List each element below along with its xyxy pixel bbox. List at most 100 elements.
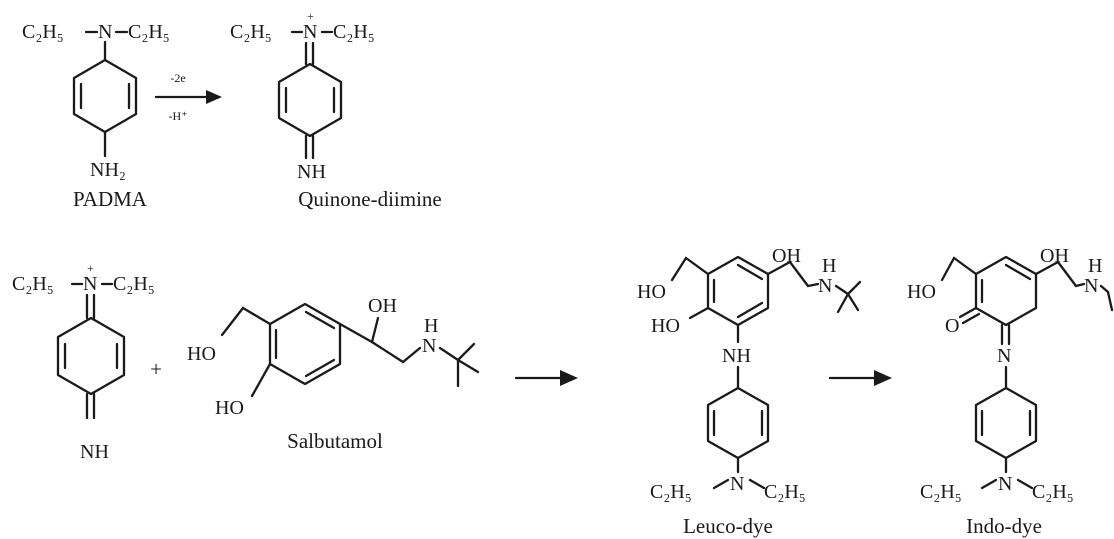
leuco-bond-ch2 [684, 256, 710, 276]
qdi-quinoid-ring [277, 62, 343, 138]
indo-hydroxymethyl-ho: HO [907, 281, 936, 303]
qdi-ethyl-left: C₂H₅ [230, 21, 272, 43]
salbutamol-ring-double-a [304, 310, 336, 330]
quinone-diimine-caption: Quinone-diimine [298, 187, 441, 211]
leuco-dye-caption: Leuco-dye [683, 514, 773, 538]
leuco-bond-ring-choh [766, 260, 792, 276]
indo-quinoid-ring [974, 255, 1038, 327]
salbutamol-hydroxymethyl-ho: HO [187, 343, 216, 365]
reagent-electrons: -2e [170, 71, 185, 85]
indo-amine-n: N [1084, 275, 1098, 297]
leuco-dye-structure: HO HO OH N H NH N C₂H₅ C₂H₅ Leuco-dye [637, 245, 862, 538]
indo-imine-n: N [997, 345, 1011, 367]
leuco-tbu-methyl-c [836, 292, 850, 314]
indo-bond-n-tbu [1099, 284, 1110, 294]
leuco-hydroxymethyl-ho: HO [637, 281, 666, 303]
leuco-tbu-methyl-b [846, 292, 860, 312]
indo-bond-ch2 [952, 256, 978, 276]
salbutamol-bond-c-oh [370, 316, 380, 344]
reagent-proton: -H⁺ [169, 109, 188, 123]
indo-side-oh: OH [1040, 245, 1069, 267]
qdi2-quinoid-ring [56, 316, 126, 396]
quinone-diimine-structure: C₂H₅ N + C₂H₅ NH Quinone-diimine [230, 9, 442, 211]
leuco-ethyl-left: C₂H₅ [650, 481, 692, 503]
padma-structure: C₂H₅ N C₂H₅ NH₂ PADMA [22, 21, 170, 211]
indo-carbonyl-bond-a [958, 306, 978, 319]
qdi-positive-charge: + [307, 9, 314, 23]
leuco-amine-h: H [822, 255, 836, 277]
salbutamol-caption: Salbutamol [287, 429, 383, 453]
leuco-amine-n: N [818, 275, 832, 297]
qdi2-ethyl-right: C₂H₅ [113, 273, 155, 295]
salbutamol-side-oh: OH [368, 295, 397, 317]
salbutamol-ring-double-b [304, 358, 336, 378]
leuco-top-ring-double-b [736, 301, 764, 319]
salbutamol-bond-ch2 [241, 306, 272, 326]
salbutamol-phenol-ho: HO [215, 397, 244, 419]
indo-bond-ch2-n [1074, 282, 1086, 288]
leuco-bottom-ring [706, 386, 770, 460]
qdi2-positive-charge: + [87, 261, 94, 275]
leuco-ethyl-right: C₂H₅ [764, 481, 806, 503]
padma-ethyl-left: C₂H₅ [22, 21, 64, 43]
quinone-diimine-reactant: C₂H₅ N + C₂H₅ NH [12, 261, 155, 463]
indo-bottom-ring [974, 386, 1038, 460]
leuco-bond-c-ch2 [788, 260, 810, 288]
indo-ring-double-a [1004, 263, 1032, 281]
salbutamol-tbu-methyl-a [456, 342, 476, 362]
qdi2-iminium-n: N [83, 273, 97, 295]
indo-ethyl-left: C₂H₅ [920, 481, 962, 503]
leuco-side-oh: OH [772, 245, 801, 267]
arrow-2-head [560, 370, 578, 386]
indo-bond-ch2-oh [940, 256, 956, 282]
salbutamol-bond-ch2-oh [220, 306, 245, 337]
indo-bond-n-et-left [980, 478, 998, 490]
indo-bond-n-et-right [1016, 478, 1034, 490]
leuco-phenol-ho: HO [651, 315, 680, 337]
indo-bond-c-ch2 [1056, 260, 1078, 288]
leuco-bond-ch2-oh [670, 256, 688, 282]
indo-amine-h: H [1088, 255, 1102, 277]
indo-diethylamino-n: N [998, 473, 1012, 495]
indo-ethyl-right: C₂H₅ [1032, 481, 1074, 503]
plus-sign: + [150, 357, 162, 381]
padma-amine-n: N [98, 21, 112, 43]
salbutamol-bond-phenol [250, 362, 272, 398]
leuco-bridge-nh: NH [722, 345, 751, 367]
padma-amino-group: NH₂ [90, 159, 126, 181]
leuco-bond-n-et-left [712, 478, 730, 490]
salbutamol-amine-n: N [422, 335, 436, 357]
leuco-top-ring [706, 255, 770, 327]
salbutamol-benzene-ring [268, 302, 342, 386]
leuco-diethylamino-n: N [730, 473, 744, 495]
indo-tbu-methyl [1106, 290, 1114, 312]
salbutamol-bond-ring-choh [338, 322, 374, 344]
qdi-ethyl-right: C₂H₅ [333, 21, 375, 43]
indo-dye-structure: HO O OH N H N N C₂H₅ C₂H₅ Indo-dye [907, 245, 1114, 538]
padma-caption: PADMA [73, 187, 148, 211]
padma-benzene-ring [72, 58, 138, 134]
leuco-top-ring-double-a [736, 263, 764, 281]
padma-ethyl-right: C₂H₅ [128, 21, 170, 43]
salbutamol-amine-h: H [424, 315, 438, 337]
salbutamol-bond-c-ch2 [370, 340, 405, 364]
leuco-bond-n-tbu [834, 284, 850, 296]
leuco-tbu-methyl-a [846, 280, 862, 296]
qdi-iminium-n: N [303, 21, 317, 43]
salbutamol-tbu-methyl-b [456, 358, 480, 374]
leuco-bond-phenol [688, 306, 710, 320]
arrow-1-head [206, 90, 222, 104]
leuco-bond-ch2-n [806, 282, 820, 288]
arrow-3-head [874, 370, 892, 386]
leuco-bond-n-et-right [748, 478, 766, 490]
oxidation-arrow-2 [828, 370, 892, 386]
indo-carbonyl-bond-b [961, 312, 981, 325]
salbutamol-bond-ch2-n [401, 346, 422, 364]
oxidation-arrow: -2e -H⁺ [154, 71, 222, 123]
qdi2-ethyl-left: C₂H₅ [12, 273, 54, 295]
coupling-arrow [514, 370, 578, 386]
qdi-imine-group: NH [297, 161, 326, 183]
salbutamol-bond-n-tbu [438, 346, 460, 362]
indo-carbonyl-o: O [945, 315, 959, 337]
